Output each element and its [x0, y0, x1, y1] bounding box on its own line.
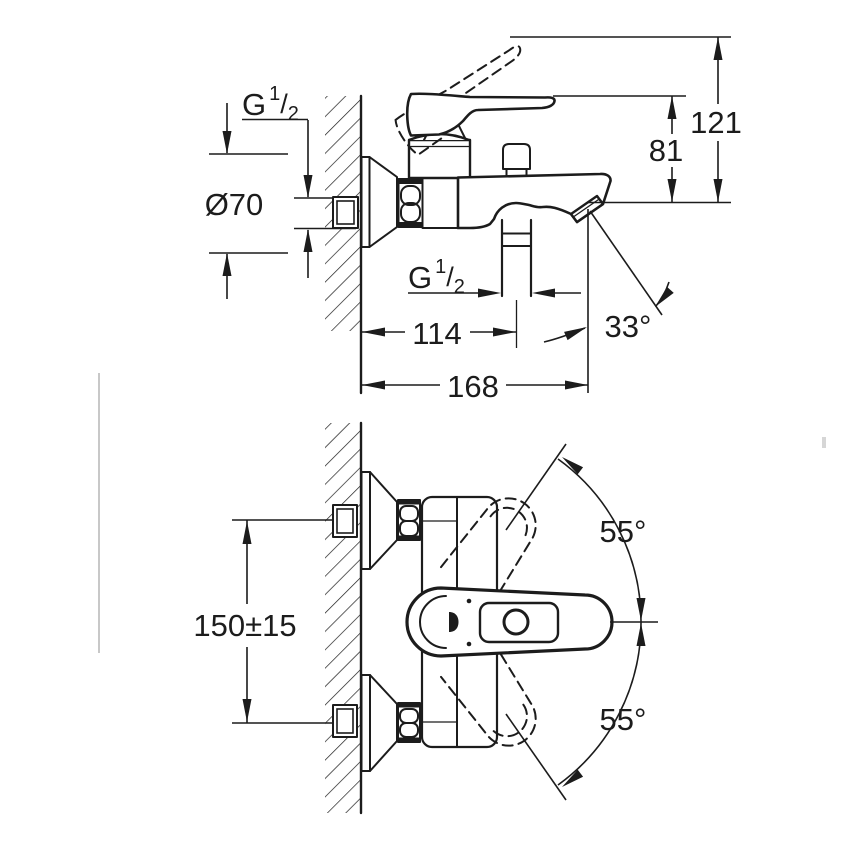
dim-depth-overall: 168: [362, 369, 588, 404]
dim-height-overall: 121: [510, 36, 742, 204]
dim-hole-distance: 150±15: [193, 519, 333, 724]
dim-spout-angle: 33°: [543, 209, 674, 393]
dim-swivel-angles: 55° 55°: [505, 443, 658, 801]
lever-handle: [405, 92, 556, 137]
hand-shower-outlet: [500, 218, 533, 348]
union-nut-bottom: [397, 702, 421, 743]
dim-escutcheon-diameter: Ø70: [205, 103, 288, 299]
dim-label-33deg: 33°: [605, 309, 652, 344]
dim-label-168: 168: [447, 369, 499, 404]
supply-connection-top: [332, 504, 358, 538]
supply-connection: [332, 196, 359, 229]
escutcheon-bottom: [360, 674, 398, 772]
lever-button: [502, 608, 530, 636]
wall-hatching-front: [325, 423, 361, 813]
dim-depth-to-outlet: 114: [362, 316, 516, 351]
set-screw-mark: [449, 612, 459, 632]
dim-height-to-spout: 81: [553, 95, 686, 202]
union-nut: [397, 178, 424, 228]
lever-handle-raised-dashed: [394, 45, 522, 156]
dim-label-114: 114: [412, 316, 461, 351]
dim-label-diameter: Ø70: [205, 187, 264, 222]
escutcheon-top: [360, 471, 398, 570]
pivot-inner-arc: [419, 595, 447, 649]
diverter-knob: [502, 143, 531, 179]
union-nut-top: [397, 499, 421, 541]
s-union-escutcheon: [360, 156, 398, 248]
dim-label-150: 150±15: [193, 608, 296, 643]
dim-label-81: 81: [649, 133, 683, 168]
scan-artifact-mark: [822, 437, 826, 448]
dim-label-55-upper: 55°: [600, 514, 647, 549]
dim-label-121: 121: [690, 105, 742, 140]
front-view: 150±15 55° 55°: [193, 421, 658, 815]
lever-handle-front: [405, 586, 614, 658]
supply-connection-bottom: [332, 704, 358, 738]
dim-label-55-lower: 55°: [600, 702, 647, 737]
